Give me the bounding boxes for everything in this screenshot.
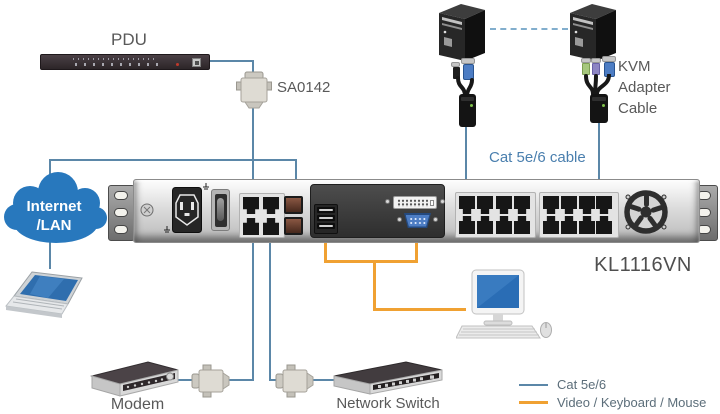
rj45-port xyxy=(477,216,493,234)
laptop xyxy=(5,271,83,318)
rj45-port xyxy=(496,216,512,234)
usb-plug-cap xyxy=(451,62,460,67)
server-tower-2 xyxy=(570,4,616,61)
usb-port xyxy=(317,223,335,229)
rj45-port xyxy=(459,196,475,214)
model-label: KL1116VN xyxy=(594,254,692,276)
cable-pdu-to-sa0142-drop xyxy=(252,60,254,74)
pdu-power-led xyxy=(176,63,179,66)
cable-lan-to-switch xyxy=(295,159,297,197)
cable-adapter2-to-switch xyxy=(598,123,600,197)
rj45-port xyxy=(263,218,279,235)
cable-switch-to-modem-drop xyxy=(252,243,254,381)
dashed-more-computers-link xyxy=(490,28,568,30)
adapter2-cable xyxy=(584,74,611,96)
vga-plug-cap xyxy=(461,58,475,64)
ground-screw xyxy=(140,203,154,217)
legend-cat5e6-label: Cat 5e/6 xyxy=(557,377,607,392)
sa0142-label: SA0142 xyxy=(277,79,331,96)
rj45-port xyxy=(514,216,530,234)
usb-port xyxy=(317,215,335,221)
rj45-port xyxy=(596,196,612,214)
lan-port-shielded xyxy=(284,196,303,214)
legend-vkm-label: Video / Keyboard / Mouse xyxy=(557,395,707,410)
kvm-adapter-label-line2: Adapter xyxy=(618,79,671,96)
cable-console-join xyxy=(324,260,418,263)
pdu-outlet-dots xyxy=(75,63,165,66)
network-switch xyxy=(333,361,443,395)
server-tower-1 xyxy=(439,4,485,61)
console-pc xyxy=(456,269,552,339)
usb-port xyxy=(317,207,335,213)
rj45-port xyxy=(514,196,530,214)
cable-adapter1-to-switch xyxy=(465,127,467,197)
network-switch-label: Network Switch xyxy=(336,395,440,412)
rj45-port xyxy=(263,197,279,214)
dvi-screw xyxy=(385,199,390,204)
cable-console-to-pc xyxy=(373,308,466,311)
internet-cloud: Internet /LAN xyxy=(4,172,107,243)
db9-connector-2 xyxy=(275,364,314,398)
pdu-label: PDU xyxy=(111,30,147,49)
cable-netswitch-connector-right xyxy=(310,379,335,381)
cooling-fan xyxy=(624,190,668,234)
pdu-indicator-dots xyxy=(73,58,155,60)
rj45-port xyxy=(596,216,612,234)
rj45-port xyxy=(477,196,493,214)
ground-mark-top xyxy=(203,183,209,190)
legend-cat5e6-swatch xyxy=(519,384,548,386)
modem xyxy=(90,361,179,397)
rack-ear-left xyxy=(108,185,135,241)
vga-port xyxy=(404,213,431,228)
vga-screw xyxy=(433,217,438,222)
cable-sa0142-to-switch xyxy=(252,107,254,197)
rj45-port xyxy=(579,196,595,214)
db9-connector-1 xyxy=(191,364,230,398)
pdu-bar xyxy=(40,54,210,70)
dvi-screw xyxy=(440,199,445,204)
pdu-port-inner xyxy=(194,61,199,65)
cable-modem-connector-right xyxy=(228,379,254,381)
rj45-port xyxy=(243,197,259,214)
rj45-port xyxy=(543,196,559,214)
cable-modem-connector-left xyxy=(176,379,192,381)
usb-plug xyxy=(453,67,460,79)
sa0142-connector xyxy=(236,71,272,109)
power-switch xyxy=(211,189,230,231)
rj45-port xyxy=(243,218,259,235)
kvm-adapter-label-line1: KVM xyxy=(618,58,651,75)
dvi-port xyxy=(393,196,437,209)
cable-vga-console-drop xyxy=(415,243,418,262)
kvm-adapter-label: KVM Adapter Cable xyxy=(618,56,671,119)
rj45-port xyxy=(561,196,577,214)
rj45-port xyxy=(496,196,512,214)
cable-switch-to-netswitch-drop xyxy=(269,243,271,381)
cable-netswitch-connector-left xyxy=(269,379,279,381)
rj45-port xyxy=(543,216,559,234)
cable-usb-console-drop xyxy=(324,243,327,262)
kvm-adapter-1 xyxy=(459,94,476,127)
cable-console-down xyxy=(373,260,376,310)
ground-mark-bottom xyxy=(164,226,170,233)
vga-screw xyxy=(397,217,402,222)
ps2-plug-cap xyxy=(591,58,601,63)
cat-cable-label: Cat 5e/6 cable xyxy=(489,149,586,166)
cloud-label-line2: /LAN xyxy=(37,217,72,234)
ps2-plug-cap xyxy=(581,58,591,63)
legend-vkm-swatch xyxy=(519,401,548,404)
modem-label: Modem xyxy=(110,396,165,413)
rj45-port xyxy=(579,216,595,234)
pdu-port xyxy=(192,58,201,67)
kvm-adapter-2 xyxy=(590,94,608,123)
cable-pdu-to-sa0142 xyxy=(209,60,254,62)
cloud-label-line1: Internet xyxy=(26,198,81,215)
cable-lan-horizontal xyxy=(49,159,297,161)
power-inlet xyxy=(172,187,202,233)
vga-plug xyxy=(463,64,474,80)
rj45-port xyxy=(561,216,577,234)
lan-port-shielded xyxy=(284,217,303,235)
kvm-adapter-label-line3: Cable xyxy=(618,100,658,117)
rj45-port xyxy=(459,216,475,234)
vga-plug-cap xyxy=(602,56,616,62)
